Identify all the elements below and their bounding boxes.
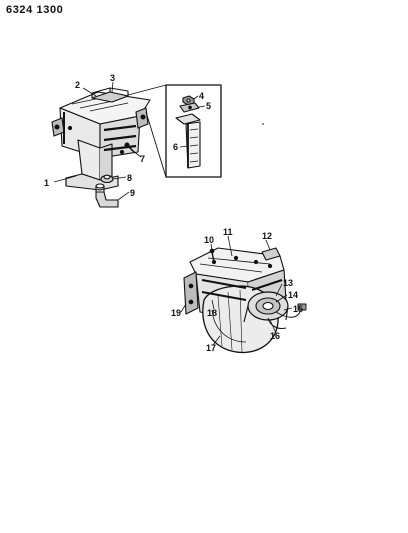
callout-4: 4 xyxy=(199,91,204,101)
callout-13: 13 xyxy=(283,278,293,288)
callout-3: 3 xyxy=(110,73,115,83)
part-6-filter-door xyxy=(175,113,201,169)
callout-14: 14 xyxy=(288,290,298,300)
part-5-bracket xyxy=(179,102,200,113)
callout-17: 17 xyxy=(206,343,216,353)
callout-11: 11 xyxy=(223,227,233,237)
stray-dot xyxy=(262,123,264,125)
callout-1: 1 xyxy=(44,178,49,188)
callout-8: 8 xyxy=(127,173,132,183)
callout-5: 5 xyxy=(206,101,211,111)
upper-housing-assembly xyxy=(51,87,151,191)
callout-19: 19 xyxy=(171,308,181,318)
callout-6: 6 xyxy=(173,142,178,152)
diagram-reference-code: 6324 1300 xyxy=(6,4,64,16)
callout-7: 7 xyxy=(140,154,145,164)
part-8-fitting xyxy=(100,174,114,184)
callout-16: 16 xyxy=(270,331,280,341)
callout-18: 18 xyxy=(207,308,217,318)
callout-12: 12 xyxy=(262,231,272,241)
callout-labels: 1 2 3 4 5 6 7 8 9 10 11 12 13 14 15 16 1… xyxy=(44,73,303,353)
part-9-drain-elbow xyxy=(95,183,119,208)
leader-lines xyxy=(53,81,293,346)
callout-2: 2 xyxy=(75,80,80,90)
callout-15: 15 xyxy=(293,304,303,314)
callout-10: 10 xyxy=(204,235,214,245)
callout-9: 9 xyxy=(130,188,135,198)
lower-blower-assembly xyxy=(183,247,307,354)
